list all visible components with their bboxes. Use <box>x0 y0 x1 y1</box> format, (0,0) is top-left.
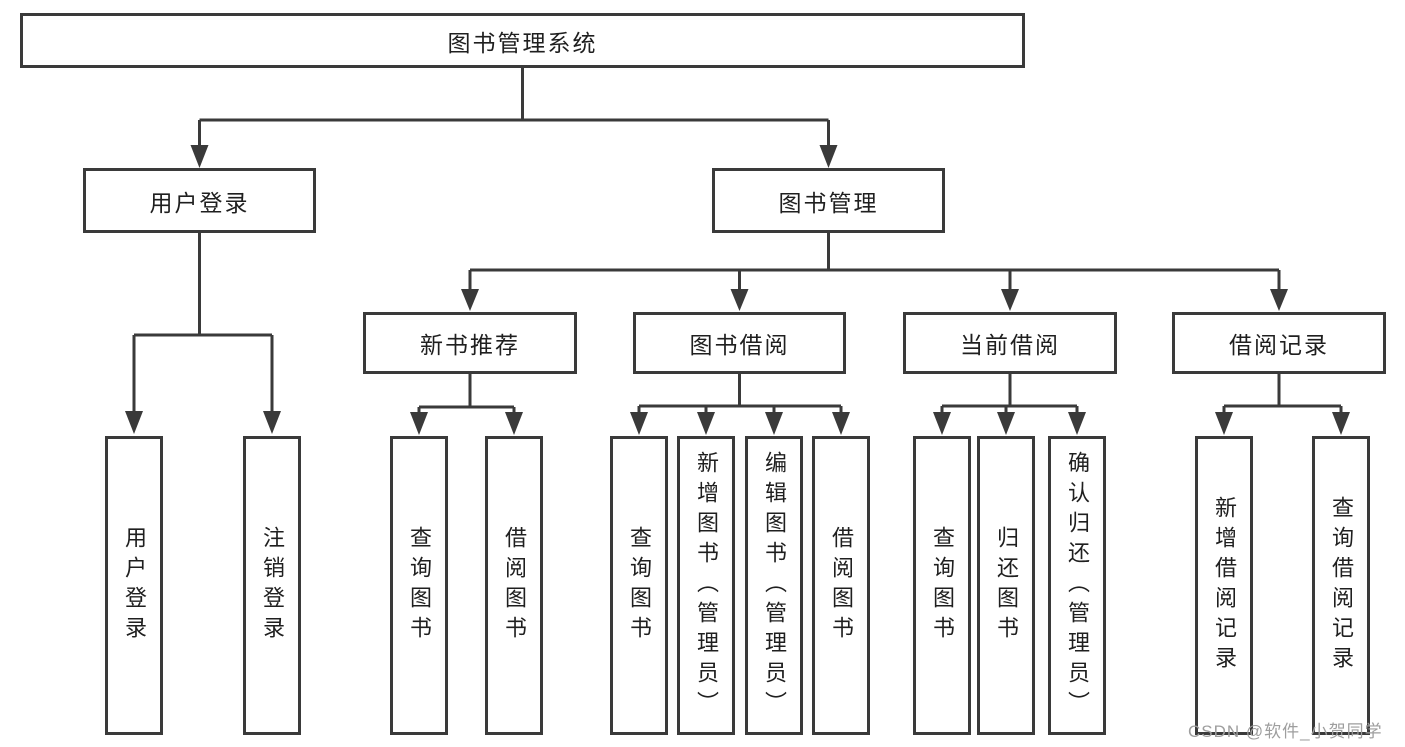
connector-root-to-level2 <box>190 68 838 168</box>
leaf-label: 查询图书 <box>407 525 432 646</box>
leaf-rec-borrow-books: 借阅图书 <box>485 436 543 735</box>
node-user-login: 用户登录 <box>83 168 316 233</box>
connector-borrow-records-children <box>1215 374 1350 435</box>
leaf-current-confirm-return-admin: 确认归还（管理员） <box>1048 436 1106 735</box>
node-book-borrowing: 图书借阅 <box>633 312 846 374</box>
leaf-records-add-record: 新增借阅记录 <box>1195 436 1253 735</box>
leaf-label: 确认归还（管理员） <box>1065 450 1090 721</box>
leaf-label: 编辑图书（管理员） <box>762 450 787 721</box>
leaf-label: 归还图书 <box>994 525 1019 646</box>
leaf-current-query-books: 查询图书 <box>913 436 971 735</box>
connector-book-borrow-children <box>630 374 850 435</box>
csdn-watermark: CSDN @软件_小贺同学 <box>1188 722 1383 741</box>
leaf-label: 新增借阅记录 <box>1212 495 1237 676</box>
node-current-borrowing: 当前借阅 <box>903 312 1117 374</box>
leaf-records-query-record: 查询借阅记录 <box>1312 436 1370 735</box>
leaf-user-login: 用户登录 <box>105 436 163 735</box>
node-borrowing-records: 借阅记录 <box>1172 312 1386 374</box>
node-library-management-system: 图书管理系统 <box>20 13 1025 68</box>
node-book-management: 图书管理 <box>712 168 945 233</box>
leaf-borrow-query-books: 查询图书 <box>610 436 668 735</box>
leaf-label: 注销登录 <box>260 525 285 646</box>
leaf-label: 借阅图书 <box>829 525 854 646</box>
connector-current-borrow-children <box>933 374 1086 435</box>
leaf-current-return-books: 归还图书 <box>977 436 1035 735</box>
node-new-book-recommendation: 新书推荐 <box>363 312 577 374</box>
connector-user-login-children <box>125 233 281 434</box>
leaf-logout: 注销登录 <box>243 436 301 735</box>
leaf-borrow-add-books-admin: 新增图书（管理员） <box>677 436 735 735</box>
leaf-label: 查询图书 <box>930 525 955 646</box>
connector-book-management-children <box>461 233 1288 311</box>
leaf-label: 用户登录 <box>122 525 147 646</box>
connector-new-book-children <box>410 374 523 435</box>
leaf-borrow-borrow-books: 借阅图书 <box>812 436 870 735</box>
leaf-label: 借阅图书 <box>502 525 527 646</box>
leaf-label: 新增图书（管理员） <box>694 450 719 721</box>
leaf-label: 查询借阅记录 <box>1329 495 1354 676</box>
leaf-label: 查询图书 <box>627 525 652 646</box>
leaf-borrow-edit-books-admin: 编辑图书（管理员） <box>745 436 803 735</box>
leaf-rec-query-books: 查询图书 <box>390 436 448 735</box>
